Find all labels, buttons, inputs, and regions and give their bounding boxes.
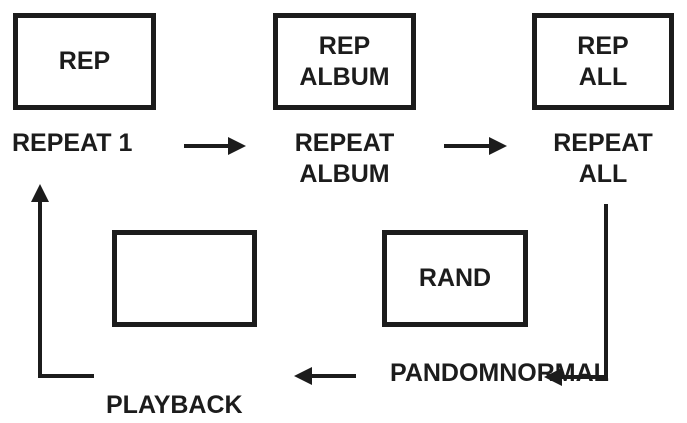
repeat-1-caption: REPEAT 1 [12, 129, 133, 157]
arrow-repeat1-to-album [184, 137, 246, 155]
arrow-normal-to-repeat1 [31, 184, 94, 378]
arrow-album-to-all [444, 137, 507, 155]
rep-album-display-text: REP ALBUM [299, 31, 390, 91]
playback-caption: PLAYBACK [106, 391, 243, 419]
repeat-album-caption: REPEAT ALBUM [294, 129, 395, 188]
rep-album-display-box: REP ALBUM [273, 13, 416, 110]
rand-display-text: RAND [418, 264, 492, 292]
arrow-all-to-random [544, 204, 608, 386]
rep-all-display-text: REP ALL [577, 31, 629, 91]
rep-display-box: REP [13, 13, 156, 110]
rep-display-text: REP [58, 47, 111, 75]
repeat-all-caption: REPEAT ALL [553, 129, 653, 188]
normal-display-box [112, 230, 257, 327]
random-caption: PANDOMNORMAL [390, 359, 609, 387]
rep-all-display-box: REP ALL [532, 13, 674, 110]
rand-display-box: RAND [382, 230, 528, 327]
arrow-random-to-normal [294, 367, 356, 385]
